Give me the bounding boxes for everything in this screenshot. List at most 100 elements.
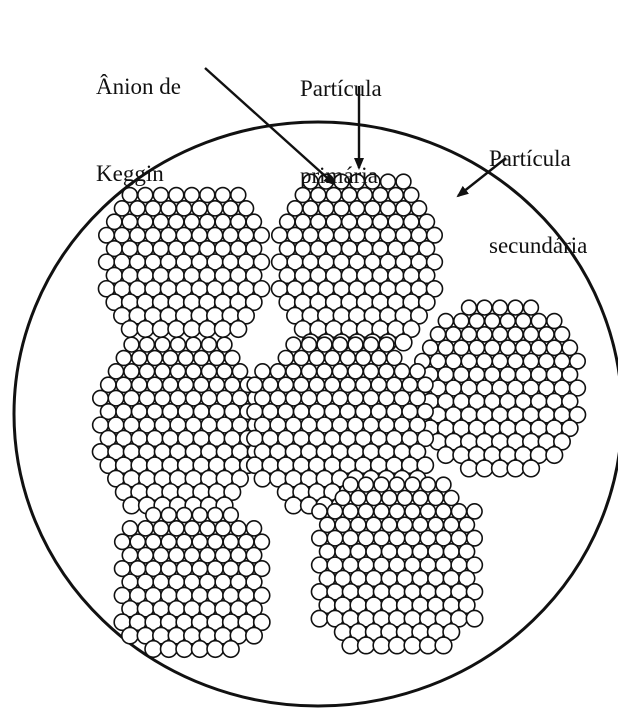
keggin-anion-sphere bbox=[405, 477, 420, 492]
keggin-anion-sphere bbox=[171, 337, 186, 352]
keggin-anion-sphere bbox=[454, 314, 469, 329]
keggin-anion-sphere bbox=[223, 508, 238, 523]
keggin-anion-sphere bbox=[176, 641, 193, 658]
keggin-anion-sphere bbox=[325, 351, 340, 366]
keggin-anion-sphere bbox=[200, 188, 215, 203]
keggin-anion-sphere bbox=[492, 327, 507, 342]
keggin-anion-sphere bbox=[332, 364, 347, 379]
keggin-anion-sphere bbox=[476, 460, 493, 477]
keggin-anion-sphere bbox=[438, 447, 455, 464]
keggin-anion-sphere bbox=[438, 314, 453, 329]
keggin-anion-sphere bbox=[153, 321, 170, 338]
keggin-anion-sphere bbox=[317, 364, 332, 379]
keggin-anion-sphere bbox=[461, 327, 476, 342]
keggin-anion-sphere bbox=[178, 351, 193, 366]
keggin-anion-sphere bbox=[462, 300, 477, 315]
keggin-anion-sphere bbox=[139, 364, 154, 379]
keggin-anion-sphere bbox=[215, 188, 230, 203]
keggin-anion-sphere bbox=[108, 364, 123, 379]
keggin-anion-sphere bbox=[379, 337, 394, 352]
keggin-anion-sphere bbox=[232, 364, 247, 379]
keggin-anion-sphere bbox=[492, 460, 509, 477]
primary-particle-label-line1: Partícula bbox=[300, 74, 382, 103]
keggin-anion-sphere bbox=[435, 637, 452, 654]
keggin-anion-sphere bbox=[217, 364, 232, 379]
keggin-anion-sphere bbox=[469, 314, 484, 329]
keggin-anion-sphere bbox=[122, 321, 139, 338]
keggin-anion-sphere bbox=[137, 321, 154, 338]
keggin-anion-sphere bbox=[444, 491, 459, 506]
keggin-anion-sphere bbox=[546, 447, 563, 464]
keggin-anion-sphere bbox=[388, 188, 403, 203]
keggin-anion-sphere bbox=[507, 460, 524, 477]
keggin-anion-sphere bbox=[145, 641, 162, 658]
keggin-anion-sphere bbox=[351, 491, 366, 506]
keggin-anion-sphere bbox=[184, 321, 201, 338]
keggin-anion-sphere bbox=[395, 334, 412, 351]
keggin-anion-sphere bbox=[138, 521, 153, 536]
keggin-anion-sphere bbox=[436, 504, 451, 519]
keggin-anion-sphere bbox=[404, 188, 419, 203]
keggin-anion-sphere bbox=[394, 364, 409, 379]
keggin-anion-sphere bbox=[192, 641, 209, 658]
keggin-anion-sphere bbox=[430, 327, 445, 342]
keggin-anion-sphere bbox=[477, 327, 492, 342]
keggin-anion-sphere bbox=[436, 477, 451, 492]
secondary-particle-label-line2: secundária bbox=[489, 231, 587, 260]
keggin-anion-sphere bbox=[333, 337, 348, 352]
keggin-anion-sphere bbox=[312, 504, 327, 519]
keggin-anion-sphere bbox=[446, 327, 461, 342]
keggin-anion-sphere bbox=[124, 337, 139, 352]
keggin-anion-sphere bbox=[539, 327, 554, 342]
keggin-anion-sphere bbox=[317, 337, 332, 352]
keggin-anion-sphere bbox=[358, 637, 375, 654]
keggin-anion-sphere bbox=[116, 351, 131, 366]
keggin-anion-sphere bbox=[255, 364, 270, 379]
keggin-anion-sphere bbox=[327, 504, 342, 519]
keggin-anion-sphere bbox=[208, 508, 223, 523]
keggin-anion-sphere bbox=[122, 521, 137, 536]
keggin-anion-sphere bbox=[554, 327, 569, 342]
keggin-anion-sphere bbox=[343, 477, 358, 492]
keggin-anion-sphere bbox=[302, 337, 317, 352]
keggin-anion-sphere bbox=[348, 337, 363, 352]
keggin-anion-sphere bbox=[153, 521, 168, 536]
keggin-anion-sphere bbox=[207, 201, 222, 216]
keggin-anion-sphere bbox=[161, 508, 176, 523]
keggin-anion-sphere bbox=[410, 364, 425, 379]
keggin-anion-sphere bbox=[194, 351, 209, 366]
keggin-anion-sphere bbox=[451, 504, 466, 519]
keggin-anion-sphere bbox=[286, 337, 301, 352]
keggin-anion-sphere bbox=[163, 351, 178, 366]
keggin-anion-sphere bbox=[379, 364, 394, 379]
keggin-anion-sphere bbox=[140, 337, 155, 352]
keggin-anion-sphere bbox=[184, 188, 199, 203]
keggin-anion-sphere bbox=[278, 351, 293, 366]
keggin-anion-label-line2: Keggin bbox=[96, 159, 181, 188]
keggin-anion-sphere bbox=[390, 477, 405, 492]
keggin-anion-sphere bbox=[200, 521, 215, 536]
primary-particle bbox=[114, 508, 270, 658]
keggin-anion-sphere bbox=[467, 504, 482, 519]
primary-particle-label: Partícula primária bbox=[300, 16, 382, 248]
keggin-anion-sphere bbox=[382, 491, 397, 506]
keggin-anion-sphere bbox=[343, 504, 358, 519]
keggin-anion-sphere bbox=[374, 477, 389, 492]
primary-particle bbox=[311, 477, 482, 654]
keggin-anion-sphere bbox=[359, 477, 374, 492]
keggin-anion-sphere bbox=[420, 504, 435, 519]
keggin-anion-sphere bbox=[286, 364, 301, 379]
keggin-anion-sphere bbox=[123, 497, 140, 514]
keggin-anion-sphere bbox=[523, 460, 540, 477]
keggin-anion-sphere bbox=[335, 491, 350, 506]
keggin-anion-sphere bbox=[201, 364, 216, 379]
keggin-anion-sphere bbox=[466, 610, 482, 626]
keggin-anion-sphere bbox=[186, 337, 201, 352]
keggin-anion-sphere bbox=[254, 470, 270, 486]
keggin-anion-sphere bbox=[215, 321, 232, 338]
keggin-anion-sphere bbox=[523, 327, 538, 342]
keggin-anion-sphere bbox=[168, 321, 185, 338]
keggin-anion-sphere bbox=[294, 351, 309, 366]
keggin-anion-label: Ânion de Keggin bbox=[96, 14, 181, 246]
keggin-anion-sphere bbox=[387, 351, 402, 366]
